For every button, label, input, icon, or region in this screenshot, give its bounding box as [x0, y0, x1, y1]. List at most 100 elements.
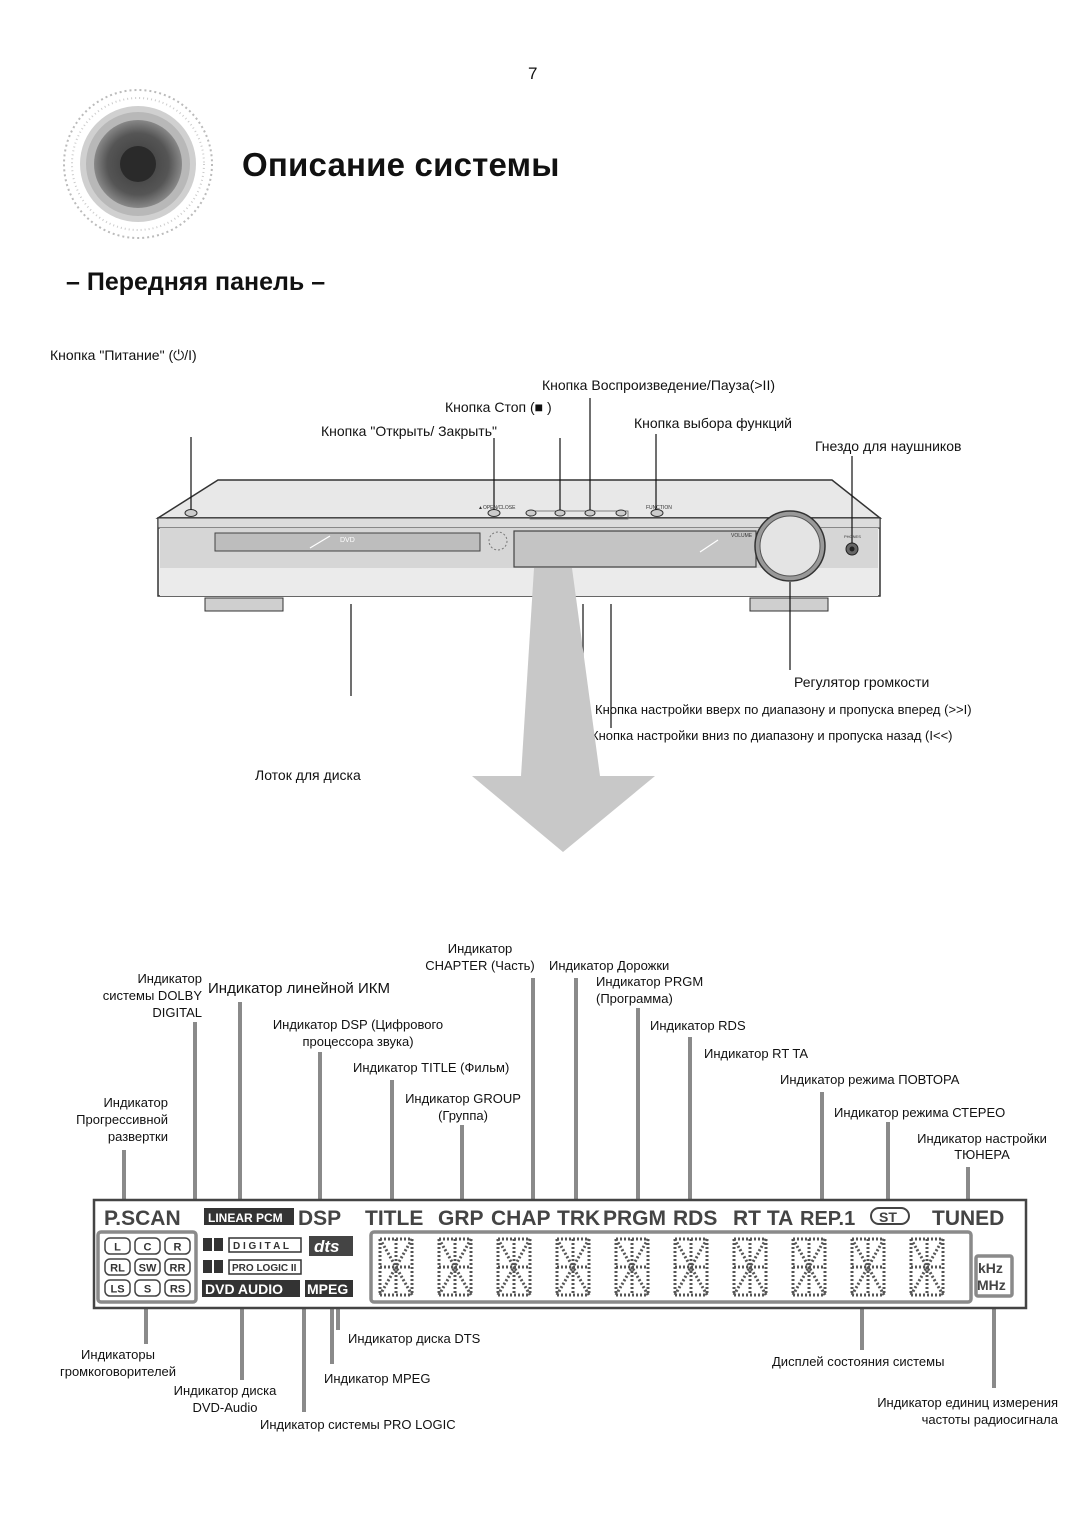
display-digit	[555, 1237, 591, 1297]
speaker-box	[104, 1279, 131, 1297]
label-chapter-1: Индикатор	[447, 941, 513, 956]
label-track: Индикатор Дорожки	[549, 958, 670, 973]
speaker-label: L	[114, 1242, 121, 1254]
device-function-text: FUNCTION	[646, 505, 672, 511]
display-digit	[437, 1237, 473, 1297]
speaker-box	[164, 1258, 191, 1276]
ind-rds: RDS	[673, 1207, 717, 1230]
label-pro-logic: Индикатор системы PRO LOGIC	[260, 1417, 456, 1432]
label-prgm-2: (Программа)	[596, 991, 673, 1006]
ind-dts: dts	[314, 1237, 340, 1256]
speaker-label: S	[144, 1284, 151, 1296]
label-pscan-3: развертки	[107, 1129, 168, 1144]
ind-khz: kHz	[978, 1260, 1003, 1276]
label-dsp-1: Индикатор DSP (Цифрового	[272, 1017, 444, 1032]
ind-rep: REP.1	[800, 1208, 855, 1230]
speaker-box	[104, 1237, 131, 1255]
page-number: 7	[528, 64, 538, 83]
page-title: Описание системы	[242, 146, 560, 183]
label-tuner-2: ТЮНЕРА	[954, 1147, 1010, 1162]
label-mpeg: Индикатор MPEG	[324, 1371, 431, 1386]
speaker-box	[164, 1237, 191, 1255]
ind-rtta: RT TA	[733, 1207, 793, 1230]
label-units-1: Индикатор единиц измерения	[877, 1395, 1058, 1410]
ind-tuned: TUNED	[932, 1207, 1004, 1230]
speaker-box	[164, 1279, 191, 1297]
display-digit	[614, 1237, 650, 1297]
receiver-drawing: DVD ▲OPEN/CLOSE FUNCTION VOLUME PHONES	[155, 398, 883, 852]
label-function: Кнопка выбора функций	[634, 415, 793, 431]
display-digit	[909, 1237, 945, 1297]
ind-title: TITLE	[365, 1207, 423, 1230]
speaker-label: R	[174, 1242, 182, 1254]
label-dolby-2: системы DOLBY	[102, 988, 202, 1003]
label-stop: Кнопка Стоп (■ )	[445, 399, 552, 415]
speaker-label: LS	[110, 1284, 124, 1296]
device-open-close-text: ▲OPEN/CLOSE	[478, 505, 516, 511]
speaker-label: RR	[170, 1263, 186, 1275]
label-power: Кнопка "Питание" (⏻/I)	[50, 347, 197, 363]
label-status: Дисплей состояния системы	[772, 1354, 945, 1369]
ind-dsp: DSP	[298, 1207, 341, 1230]
display-digit	[850, 1237, 886, 1297]
label-pscan-2: Прогрессивной	[76, 1112, 168, 1127]
speaker-label: RS	[170, 1284, 185, 1296]
label-rtta: Индикатор RT TA	[704, 1046, 809, 1061]
label-speakers-2: громкоговорителей	[59, 1364, 177, 1379]
label-tune-up: Кнопка настройки вверх по диапазону и пр…	[595, 702, 972, 717]
speaker-graphic	[63, 89, 213, 239]
label-speakers-1: Индикаторы	[81, 1347, 155, 1362]
section-subtitle: – Передняя панель –	[66, 268, 326, 296]
ind-mpeg: MPEG	[307, 1281, 348, 1297]
label-headphones: Гнездо для наушников	[815, 438, 962, 454]
ind-chap: CHAP	[491, 1207, 551, 1230]
dvd-logo: DVD	[340, 537, 355, 544]
label-tune-down: Кнопка настройки вниз по диапазону и про…	[591, 728, 953, 743]
label-units-2: частоты радиосигнала	[921, 1412, 1058, 1427]
speaker-box	[134, 1237, 161, 1255]
speaker-box	[104, 1258, 131, 1276]
label-repeat: Индикатор режима ПОВТОРА	[780, 1072, 960, 1087]
display-digit	[732, 1237, 768, 1297]
label-title-ind: Индикатор TITLE (Фильм)	[353, 1060, 510, 1075]
label-dvd-audio-1: Индикатор диска	[173, 1383, 277, 1398]
display-digit	[378, 1237, 414, 1297]
label-group-2: (Группа)	[438, 1108, 488, 1123]
speaker-label: SW	[139, 1263, 157, 1275]
ind-dvd-audio: DVD AUDIO	[205, 1281, 283, 1297]
ind-grp: GRP	[438, 1207, 484, 1230]
ind-pro-logic: PRO LOGIC II	[232, 1263, 297, 1274]
ind-linear-pcm: LINEAR PCM	[208, 1211, 283, 1225]
label-rds: Индикатор RDS	[650, 1018, 746, 1033]
ind-digital: D I G I T A L	[233, 1241, 289, 1252]
label-dts: Индикатор диска DTS	[348, 1331, 481, 1346]
ind-st: ST	[879, 1209, 897, 1225]
label-tuner-1: Индикатор настройки	[917, 1131, 1047, 1146]
speaker-box	[134, 1258, 161, 1276]
speaker-label: RL	[110, 1263, 125, 1275]
speaker-label: C	[144, 1242, 152, 1254]
label-group-1: Индикатор GROUP	[405, 1091, 521, 1106]
label-prgm-1: Индикатор PRGM	[596, 974, 704, 989]
ind-trk: TRK	[557, 1207, 600, 1230]
label-dolby-3: DIGITAL	[152, 1005, 202, 1020]
label-open-close: Кнопка "Открыть/ Закрыть"	[321, 423, 497, 439]
display-digit	[791, 1237, 827, 1297]
device-phones-text: PHONES	[844, 534, 861, 539]
display-digit	[496, 1237, 532, 1297]
ind-mhz: MHz	[977, 1277, 1006, 1293]
ind-pscan: P.SCAN	[104, 1207, 181, 1230]
label-stereo: Индикатор режима СТЕРЕО	[834, 1105, 1006, 1120]
label-tray: Лоток для диска	[255, 767, 361, 783]
label-pscan-1: Индикатор	[103, 1095, 168, 1110]
label-dolby-1: Индикатор	[137, 971, 202, 986]
label-volume: Регулятор громкости	[794, 674, 930, 690]
device-volume-text: VOLUME	[731, 533, 753, 539]
speaker-box	[134, 1279, 161, 1297]
label-play-pause: Кнопка Воспроизведение/Пауза(>II)	[542, 377, 775, 393]
display-digit	[673, 1237, 709, 1297]
label-dsp-2: процессора звука)	[302, 1034, 414, 1049]
label-lpcm: Индикатор линейной ИКМ	[208, 980, 390, 997]
label-dvd-audio-2: DVD-Audio	[192, 1400, 258, 1415]
